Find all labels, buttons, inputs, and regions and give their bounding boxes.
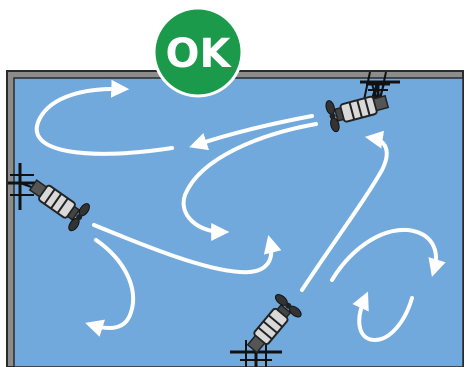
tank xyxy=(6,70,464,367)
top-right-mixer xyxy=(323,71,400,134)
tank-water xyxy=(13,77,464,367)
bottom-mixer xyxy=(230,291,305,367)
flow-arrow xyxy=(34,79,174,156)
flow-arrow xyxy=(85,238,136,337)
flow-arrow xyxy=(330,227,446,282)
flow-arrow xyxy=(181,122,318,241)
flow-arrow xyxy=(300,130,389,292)
status-label: OK xyxy=(166,31,233,77)
flow-arrow xyxy=(352,291,414,343)
left-mixer xyxy=(8,163,93,234)
flow-arrow xyxy=(92,223,282,275)
status-badge: OK xyxy=(152,6,244,98)
flow-arrows xyxy=(34,79,446,343)
status-badge-circle xyxy=(152,6,244,98)
flow-arrow xyxy=(189,114,314,151)
